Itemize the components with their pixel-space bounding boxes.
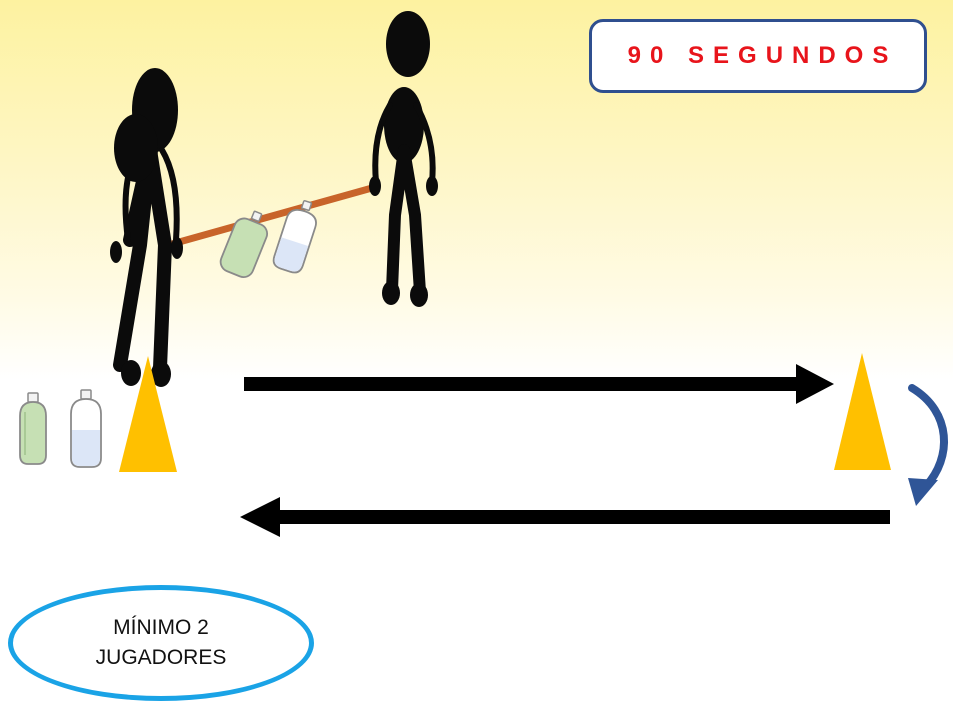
arrow-left-icon bbox=[240, 497, 890, 537]
timer-box: 90 SEGUNDOS bbox=[589, 19, 927, 93]
stick-figure-right-icon bbox=[369, 11, 438, 307]
timer-label: 90 SEGUNDOS bbox=[627, 42, 898, 69]
min-players-oval: MÍNIMO 2 JUGADORES bbox=[8, 585, 314, 701]
arrow-right-icon bbox=[244, 364, 834, 404]
turn-cone-icon bbox=[834, 353, 891, 470]
min-players-line2: JUGADORES bbox=[95, 646, 227, 669]
hanging-bottle-green-icon bbox=[219, 210, 269, 278]
start-cone-icon bbox=[119, 356, 177, 472]
hanging-bottle-blue-icon bbox=[272, 199, 317, 274]
bottle-green-icon bbox=[19, 392, 47, 465]
min-players-text: MÍNIMO 2 JUGADORES bbox=[96, 613, 227, 673]
stick-figure-left-icon bbox=[110, 68, 183, 387]
min-players-line1: MÍNIMO 2 bbox=[113, 616, 209, 639]
carrying-pole bbox=[168, 184, 376, 248]
bottle-blue-icon bbox=[70, 389, 102, 468]
u-turn-arrow-icon bbox=[908, 384, 948, 506]
